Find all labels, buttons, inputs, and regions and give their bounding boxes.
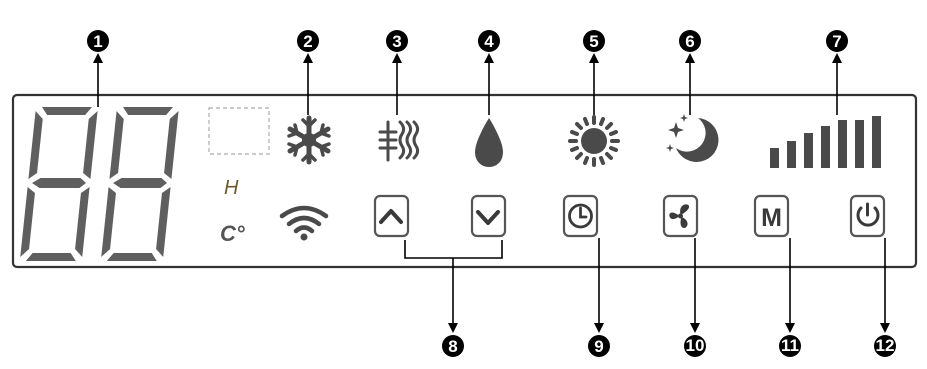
callout-4: 4	[478, 30, 500, 52]
chevron-down-icon	[476, 210, 500, 225]
wifi-icon	[279, 205, 329, 241]
callout-7: 7	[826, 30, 848, 52]
callout-8: 8	[442, 335, 464, 357]
svg-text:5: 5	[589, 32, 598, 51]
mode-button-label: M	[761, 204, 782, 232]
callout-10: 10	[684, 335, 706, 357]
callout-9: 9	[588, 335, 610, 357]
chevron-up-icon	[379, 209, 403, 224]
timer-button[interactable]	[562, 194, 599, 238]
digit-right	[101, 107, 179, 261]
svg-text:7: 7	[832, 32, 841, 51]
fan-icon	[669, 204, 690, 228]
callout-2: 2	[297, 30, 319, 52]
signal-bars-icon	[770, 116, 881, 168]
humidity-unit-label: H	[224, 177, 239, 199]
svg-text:4: 4	[484, 32, 494, 51]
svg-text:3: 3	[392, 32, 401, 51]
snowflake-icon	[287, 115, 331, 165]
water-drop-icon	[475, 118, 503, 167]
dashed-blank-box-icon	[208, 107, 270, 155]
up-button[interactable]	[373, 194, 410, 238]
mode-button[interactable]: M	[753, 194, 790, 238]
svg-text:10: 10	[686, 336, 705, 355]
leader-lines-top	[93, 53, 842, 115]
dehumidify-icon	[378, 120, 420, 162]
callout-12: 12	[874, 335, 896, 357]
clock-icon	[568, 203, 593, 229]
seven-segment-digits-icon	[20, 107, 179, 261]
svg-text:6: 6	[685, 32, 694, 51]
temperature-unit-label: C°	[220, 221, 245, 246]
leader-lines-bottom	[404, 238, 890, 333]
power-icon	[856, 202, 880, 227]
callout-6: 6	[679, 30, 701, 52]
fan-button[interactable]	[662, 194, 699, 238]
svg-text:12: 12	[876, 336, 895, 355]
callout-5: 5	[583, 30, 605, 52]
digit-left	[20, 107, 98, 261]
svg-text:9: 9	[594, 337, 603, 356]
svg-text:1: 1	[93, 32, 102, 51]
sun-icon	[568, 115, 620, 167]
down-button[interactable]	[470, 194, 507, 238]
moon-stars-icon	[666, 114, 719, 162]
callout-1: 1	[87, 30, 109, 52]
callout-3: 3	[386, 30, 408, 52]
svg-text:8: 8	[448, 337, 457, 356]
svg-text:2: 2	[303, 32, 312, 51]
power-button[interactable]	[849, 194, 886, 238]
svg-text:11: 11	[781, 336, 799, 355]
callout-11: 11	[779, 335, 801, 357]
